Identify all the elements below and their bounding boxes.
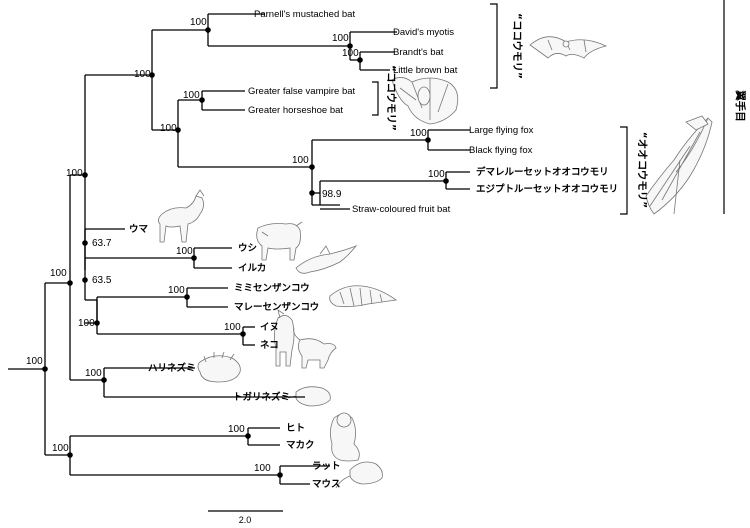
cat-illustration bbox=[293, 327, 337, 369]
node-yango bbox=[205, 27, 211, 33]
node-carnivora bbox=[240, 331, 246, 337]
leaf-labels: Parnell's mustached bat David's myotis B… bbox=[129, 9, 618, 490]
node-rhinolophoid bbox=[199, 97, 205, 103]
group-label-kokoumori-2: “ココウモリ” bbox=[385, 65, 397, 131]
leaf-label: イヌ bbox=[260, 322, 279, 333]
leaf-label: ヒト bbox=[286, 423, 305, 434]
bootstrap-label: 100 bbox=[78, 318, 95, 329]
bootstrap-label: 100 bbox=[50, 268, 67, 279]
pangolin-illustration bbox=[329, 285, 398, 308]
leaf-label: David's myotis bbox=[393, 27, 454, 38]
bootstrap-label: 98.9 bbox=[322, 189, 342, 200]
bootstrap-label: 100 bbox=[66, 168, 83, 179]
node-pholidota bbox=[184, 294, 190, 300]
bootstrap-labels: 100 100 100 100 100 100 100 100 100 98.9… bbox=[26, 17, 445, 474]
shrew-illustration bbox=[287, 386, 331, 407]
leaf-label: ハリネズミ bbox=[148, 362, 196, 374]
monkey-illustration bbox=[330, 412, 360, 462]
node-pteropodidae bbox=[309, 164, 315, 170]
bootstrap-label: 100 bbox=[160, 123, 177, 134]
leaf-label: ネコ bbox=[260, 340, 279, 351]
leaf-label: Large flying fox bbox=[469, 125, 534, 136]
dolphin-illustration bbox=[295, 245, 358, 274]
leaf-label: Greater horseshoe bat bbox=[248, 105, 343, 116]
node-yinptero bbox=[175, 127, 181, 133]
leaf-label: マウス bbox=[312, 479, 341, 490]
node-cetart bbox=[191, 255, 197, 261]
bootstrap-label: 100 bbox=[224, 322, 241, 333]
node-eulipotyphla bbox=[101, 377, 107, 383]
group-label-chiroptera: 翼手目 bbox=[734, 89, 747, 122]
bootstrap-label: 100 bbox=[228, 424, 245, 435]
leaf-label: ウシ bbox=[238, 243, 257, 254]
flying-fox-illustration bbox=[645, 115, 713, 215]
bracket-ookoumori bbox=[620, 126, 628, 215]
bootstrap-label: 100 bbox=[342, 48, 359, 59]
leaf-label: マレーセンザンコウ bbox=[234, 302, 319, 313]
bootstrap-label: 100 bbox=[254, 463, 271, 474]
leaf-label: Brandt's bat bbox=[393, 47, 444, 58]
node-rousettus-straw bbox=[309, 190, 315, 196]
bootstrap-label: 100 bbox=[134, 69, 151, 80]
bootstrap-label: 100 bbox=[428, 169, 445, 180]
node-uma-cet bbox=[82, 240, 88, 246]
bracket-kokoumori-1 bbox=[490, 3, 498, 89]
rat-illustration bbox=[335, 461, 383, 489]
bat-microbat-illustration bbox=[529, 36, 608, 59]
node-scrotifera bbox=[82, 172, 88, 178]
bootstrap-label: 100 bbox=[176, 246, 193, 257]
node-bats bbox=[149, 72, 155, 78]
leaf-label: Parnell's mustached bat bbox=[254, 9, 355, 20]
leaf-label: ミミセンザンコウ bbox=[234, 283, 310, 294]
scale-bar: 2.0 bbox=[208, 510, 283, 525]
dog-illustration bbox=[274, 309, 295, 367]
node-pteropus bbox=[425, 137, 431, 143]
bootstrap-label: 100 bbox=[85, 368, 102, 379]
leaf-label: ウマ bbox=[129, 224, 149, 235]
node-rodents bbox=[277, 472, 283, 478]
bootstrap-label: 63.5 bbox=[92, 275, 112, 286]
bootstrap-label: 100 bbox=[332, 33, 349, 44]
node-primates bbox=[245, 433, 251, 439]
node-laurasia bbox=[67, 280, 73, 286]
node-euarchontoglires bbox=[67, 452, 73, 458]
bootstrap-label: 100 bbox=[410, 128, 427, 139]
cow-illustration bbox=[256, 221, 303, 261]
group-label-kokoumori-1: “ココウモリ” bbox=[511, 13, 523, 79]
scale-bar-label: 2.0 bbox=[239, 515, 252, 525]
hedgehog-illustration bbox=[197, 351, 241, 383]
bootstrap-label: 100 bbox=[168, 285, 185, 296]
bootstrap-label: 100 bbox=[183, 90, 200, 101]
bootstrap-label: 100 bbox=[26, 356, 43, 367]
bootstrap-label: 100 bbox=[292, 155, 309, 166]
bootstrap-label: 100 bbox=[52, 443, 69, 454]
node-ferae bbox=[94, 320, 100, 326]
bracket-kokoumori-2 bbox=[372, 81, 379, 116]
node-ferae-group bbox=[82, 277, 88, 283]
tree-nodes bbox=[42, 27, 449, 478]
leaf-label: Straw-coloured fruit bat bbox=[352, 204, 451, 215]
leaf-label: エジプトルーセットオオコウモリ bbox=[476, 183, 618, 195]
leaf-label: Black flying fox bbox=[469, 145, 533, 156]
leaf-label: トガリネズミ bbox=[233, 391, 290, 403]
leaf-label: ラット bbox=[312, 461, 341, 472]
leaf-label: Greater false vampire bat bbox=[248, 86, 356, 97]
leaf-label: イルカ bbox=[238, 263, 266, 274]
bootstrap-label: 100 bbox=[190, 17, 207, 28]
node-rousettus bbox=[443, 178, 449, 184]
horse-illustration bbox=[158, 189, 205, 243]
group-brackets: “ココウモリ” “ココウモリ” “オオコウモリ” 翼手目 bbox=[372, 0, 747, 215]
tree-branches bbox=[8, 13, 470, 485]
leaf-label: デマレルーセットオオコウモリ bbox=[476, 166, 609, 178]
node-root bbox=[42, 366, 48, 372]
leaf-label: マカク bbox=[286, 440, 315, 451]
node-myotis bbox=[347, 43, 353, 49]
group-label-ookoumori: “オオコウモリ” bbox=[636, 132, 648, 208]
bootstrap-label: 63.7 bbox=[92, 238, 112, 249]
leaf-label: Little brown bat bbox=[393, 65, 458, 76]
node-brandt-little bbox=[357, 57, 363, 63]
bat-horseshoe-illustration bbox=[391, 77, 459, 125]
